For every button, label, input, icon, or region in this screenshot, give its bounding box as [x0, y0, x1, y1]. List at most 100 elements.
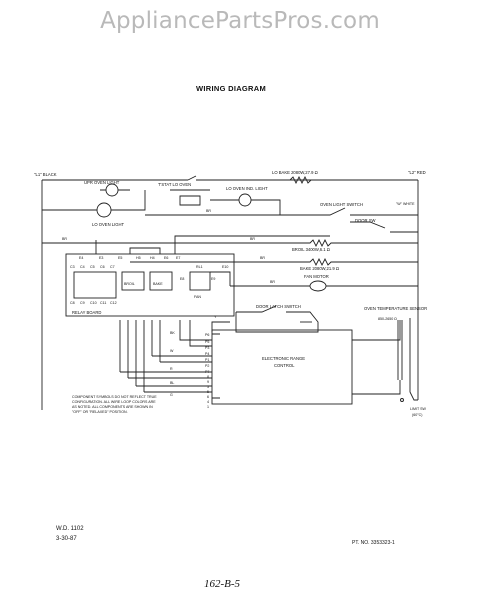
connector-pin: P7 [205, 370, 209, 374]
part-number: PT. NO. 3353323-1 [352, 540, 395, 546]
relay-tag: E3 [99, 256, 103, 260]
diagram-heading: WIRING DIAGRAM [196, 84, 267, 93]
wire-code-group: BR BR BR BK W R BL G Y [170, 237, 275, 397]
wire-code: W [170, 349, 174, 353]
limit-sw-label: LIMIT SW [410, 407, 427, 411]
fan-motor-label: FAN MOTOR [304, 274, 329, 279]
relay-board [65, 253, 235, 317]
oven-light-switch-wire [145, 207, 418, 216]
lo-bake-label: LO BAKE 2080W,27.9 Ω [272, 170, 318, 175]
ind-light-label: LO OVEN IND. LIGHT [226, 186, 268, 191]
lo-bake-element [289, 175, 312, 185]
relay-tag: E4 [79, 256, 83, 260]
relay-board-label: RELAY BOARD [72, 310, 101, 315]
relay-part-label: BAKE [153, 282, 163, 286]
wire-code: R [170, 367, 173, 371]
oven-temperature-sensor [397, 320, 403, 380]
relay-tag: H5 [136, 256, 141, 260]
note-line: "OFF" OR "RELAXED" POSITION. [72, 410, 128, 414]
small-tag-group: C3 C4 C5 C6 C7 C8 C9 C10 C11 C12 [70, 265, 117, 305]
board-tag: C11 [100, 301, 106, 305]
relay-tag: E6 [164, 256, 168, 260]
board-tag: C5 [90, 265, 95, 269]
relay-bake [149, 271, 173, 291]
wire-code: Y [214, 315, 217, 319]
fan-motor [309, 280, 327, 292]
broil-label: BROIL 3400W,6.1 Ω [292, 247, 330, 252]
note-line: CONFIGURATION. ALL WIRE LOOP COLORS ARE [72, 400, 156, 404]
relay-tag: E9 [211, 277, 215, 281]
connector-pin: 4 [207, 400, 209, 404]
door-sw-label: DOOR SW [355, 218, 376, 223]
component-note: COMPONENT SYMBOLS DO NOT REFLECT TRUE CO… [72, 395, 157, 414]
lo-oven-thermostat [170, 189, 210, 206]
l2-red-label: "L2" RED [408, 170, 426, 175]
connector-pin: P6 [205, 333, 209, 337]
relay-tag: E8 [180, 277, 184, 281]
relay-board-transformer [73, 271, 117, 299]
electronic-range-control [211, 329, 353, 405]
handwritten-note: 162-B-5 [204, 578, 241, 590]
wire-code: BR [270, 280, 275, 284]
connector-pin: P1 [205, 358, 209, 362]
lo-oven-light-lamp [96, 202, 112, 218]
relay-tag-group: E4 E3 E5 H5 H4 E6 E7 E8 E9 RL1 E10 BROIL… [79, 256, 228, 299]
oven-light-switch-label: OVEN LIGHT SWITCH [320, 202, 363, 207]
white-wire-label: "W" WHITE [396, 202, 415, 206]
wire-code: BR [250, 237, 255, 241]
board-tag: C8 [70, 301, 75, 305]
relay-broil [121, 271, 145, 291]
erc-label-line1: ELECTRONIC RANGE [262, 356, 305, 361]
wire-code: BK [170, 331, 175, 335]
lo-oven-light-label: LO OVEN LIGHT [92, 222, 125, 227]
board-tag: C7 [110, 265, 115, 269]
connector-pin: 3 [207, 385, 209, 389]
note-line: AS NOTED. ALL COMPONENTS ARE SHOWN IN [72, 405, 153, 409]
connector-pin: 9 [207, 380, 209, 384]
wire-code: BL [170, 381, 174, 385]
limit-switch [409, 318, 418, 401]
wire-code: G [170, 393, 173, 397]
relay-tag: H4 [150, 256, 155, 260]
connector-pin: P5 [205, 340, 209, 344]
board-tag: C4 [80, 265, 85, 269]
relay-part-label: FAN [194, 295, 201, 299]
door-latch-switch [235, 305, 319, 333]
br-wire-label: BR [206, 209, 211, 213]
connector-pin: P2 [205, 364, 209, 368]
sensor-spec-label: 850-2650 Ω [378, 317, 397, 321]
relay-tag: E10 [222, 265, 228, 269]
connector-pin: 1 [207, 405, 209, 409]
board-tag: C3 [70, 265, 75, 269]
wire-code: BR [260, 256, 265, 260]
connector-pin: 8 [207, 375, 209, 379]
harness-wires [119, 320, 161, 392]
bake-element [130, 257, 418, 267]
relay-part-label: BROIL [124, 282, 135, 286]
relay-tag: E5 [118, 256, 122, 260]
board-tag: C12 [110, 301, 117, 305]
relay-fan [189, 271, 211, 291]
connector-pin: 5 [207, 390, 209, 394]
site-watermark-title: AppliancePartsPros.com [100, 8, 380, 34]
limit-temp-label: (60°C) [412, 413, 422, 417]
connector-pin-group: P6 P5 P3 P4 P1 P2 P7 8 9 3 5 6 4 1 [205, 333, 209, 409]
relay-tag: E7 [176, 256, 180, 260]
l1-black-label: "L1" BLACK [34, 172, 57, 177]
wd-number: W.D. 1102 [56, 526, 84, 532]
connector-pin: P3 [205, 346, 209, 350]
tstat-label: T'STAT LO OVEN [158, 182, 191, 187]
door-latch-switch-label: DOOR LATCH SWITCH [256, 304, 301, 309]
connector-pin: P4 [205, 352, 209, 356]
lo-oven-ind-light-lamp [238, 193, 252, 207]
broil-element [42, 238, 418, 248]
relay-tag: RL1 [196, 265, 203, 269]
erc-label-line2: CONTROL [274, 363, 295, 368]
board-tag: C9 [80, 301, 85, 305]
door-switch [350, 221, 418, 233]
bake-label: BAKE 2080W,21.9 Ω [300, 266, 339, 271]
br-wire-label-2: BR [62, 237, 67, 241]
note-line: COMPONENT SYMBOLS DO NOT REFLECT TRUE [72, 395, 157, 399]
upr-oven-light-label: UPR OVEN LIGHT [84, 180, 120, 185]
